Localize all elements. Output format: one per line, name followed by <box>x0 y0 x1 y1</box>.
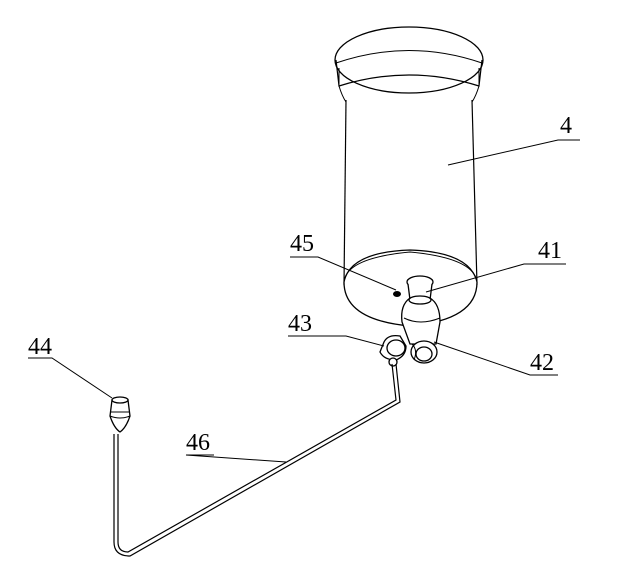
nozzle-44 <box>109 396 131 433</box>
tube-46 <box>113 363 401 557</box>
label-46: 46 <box>186 430 210 456</box>
label-42: 42 <box>530 350 554 376</box>
label-43: 43 <box>288 311 312 337</box>
label-45: 45 <box>290 231 314 257</box>
hole-45 <box>393 291 401 297</box>
label-41: 41 <box>538 238 562 264</box>
label-44: 44 <box>28 334 52 360</box>
valve-assembly <box>401 275 441 364</box>
label-4: 4 <box>560 113 572 139</box>
leader-lines <box>28 139 580 463</box>
connector-43 <box>379 334 407 367</box>
